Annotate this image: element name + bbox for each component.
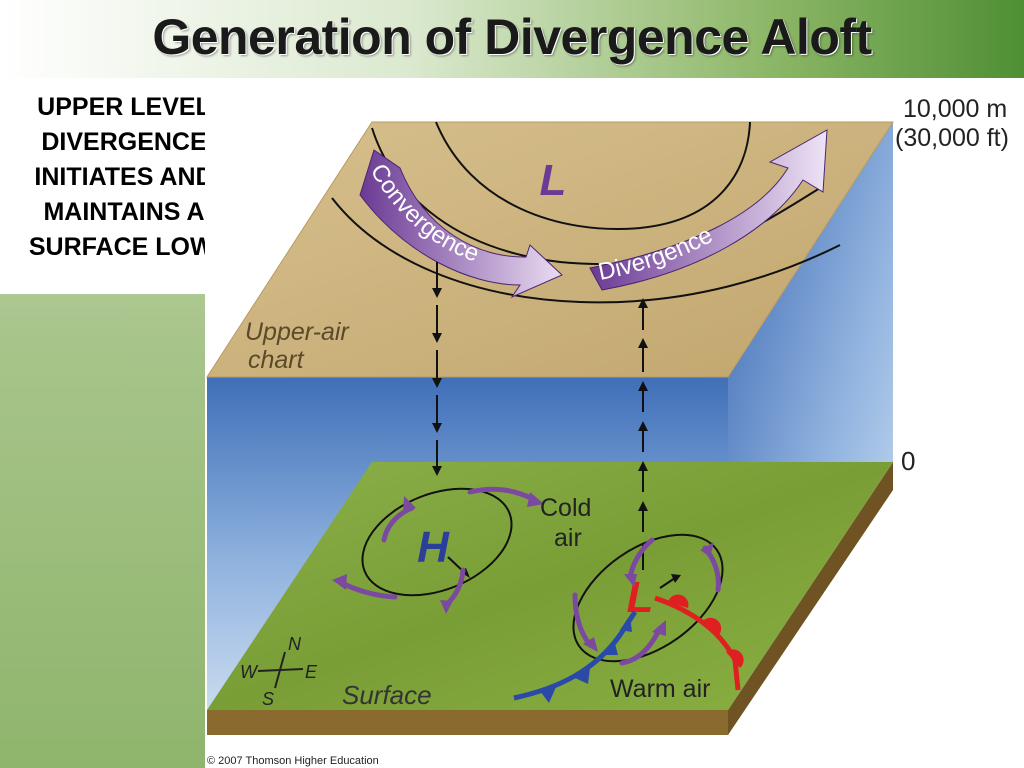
diagram-figure: L Convergence Divergence Upper-air chart: [205, 78, 1024, 768]
low-inflow-arrowheads: [583, 542, 714, 652]
surface-label: Surface: [342, 680, 432, 710]
convergence-arrow: [359, 149, 563, 299]
cold-front-triangles: [540, 615, 632, 703]
compass-east: E: [305, 662, 318, 682]
compass-rose: [257, 651, 304, 689]
soil-front-face: [207, 710, 728, 735]
cold-air-line1: Cold: [540, 494, 591, 522]
copyright: © 2007 Thomson Higher Education: [207, 755, 379, 767]
top-height-label-line2: (30,000 ft): [895, 124, 1009, 152]
compass-south: S: [262, 689, 274, 709]
upper-low-symbol: L: [540, 156, 567, 205]
upper-isobar-inner: [435, 121, 751, 230]
title-bar: Generation of Divergence Aloft: [0, 0, 1024, 78]
warm-front-semicircles: [668, 594, 744, 668]
cold-air-line2: air: [554, 524, 582, 552]
upper-isobar-outer: [331, 197, 841, 304]
rising-air-arrowheads: [638, 298, 648, 511]
high-outflow-arrowheads: [332, 492, 544, 614]
soil-side-face: [728, 462, 893, 735]
warm-air-label: Warm air: [610, 675, 710, 703]
high-isobar: [361, 487, 513, 597]
upper-air-label-line2: chart: [248, 346, 305, 374]
compass-west: W: [240, 662, 259, 682]
high-symbol: H: [417, 523, 450, 572]
divergence-diagram: L Convergence Divergence Upper-air chart: [206, 95, 1009, 767]
side-text: UPPER LEVEL DIVERGENCE INITIATES AND MAI…: [28, 93, 220, 261]
low-isobar: [572, 533, 724, 663]
top-height-label-line1: 10,000 m: [903, 95, 1007, 123]
slide-title: Generation of Divergence Aloft: [152, 9, 872, 65]
sinking-air-arrowheads: [432, 288, 442, 476]
cold-front: [513, 610, 638, 701]
divergence-arrow: [589, 129, 828, 291]
compass-north: N: [288, 634, 302, 654]
upper-air-label-line1: Upper-air: [245, 318, 350, 346]
bottom-height-label: 0: [901, 446, 915, 476]
